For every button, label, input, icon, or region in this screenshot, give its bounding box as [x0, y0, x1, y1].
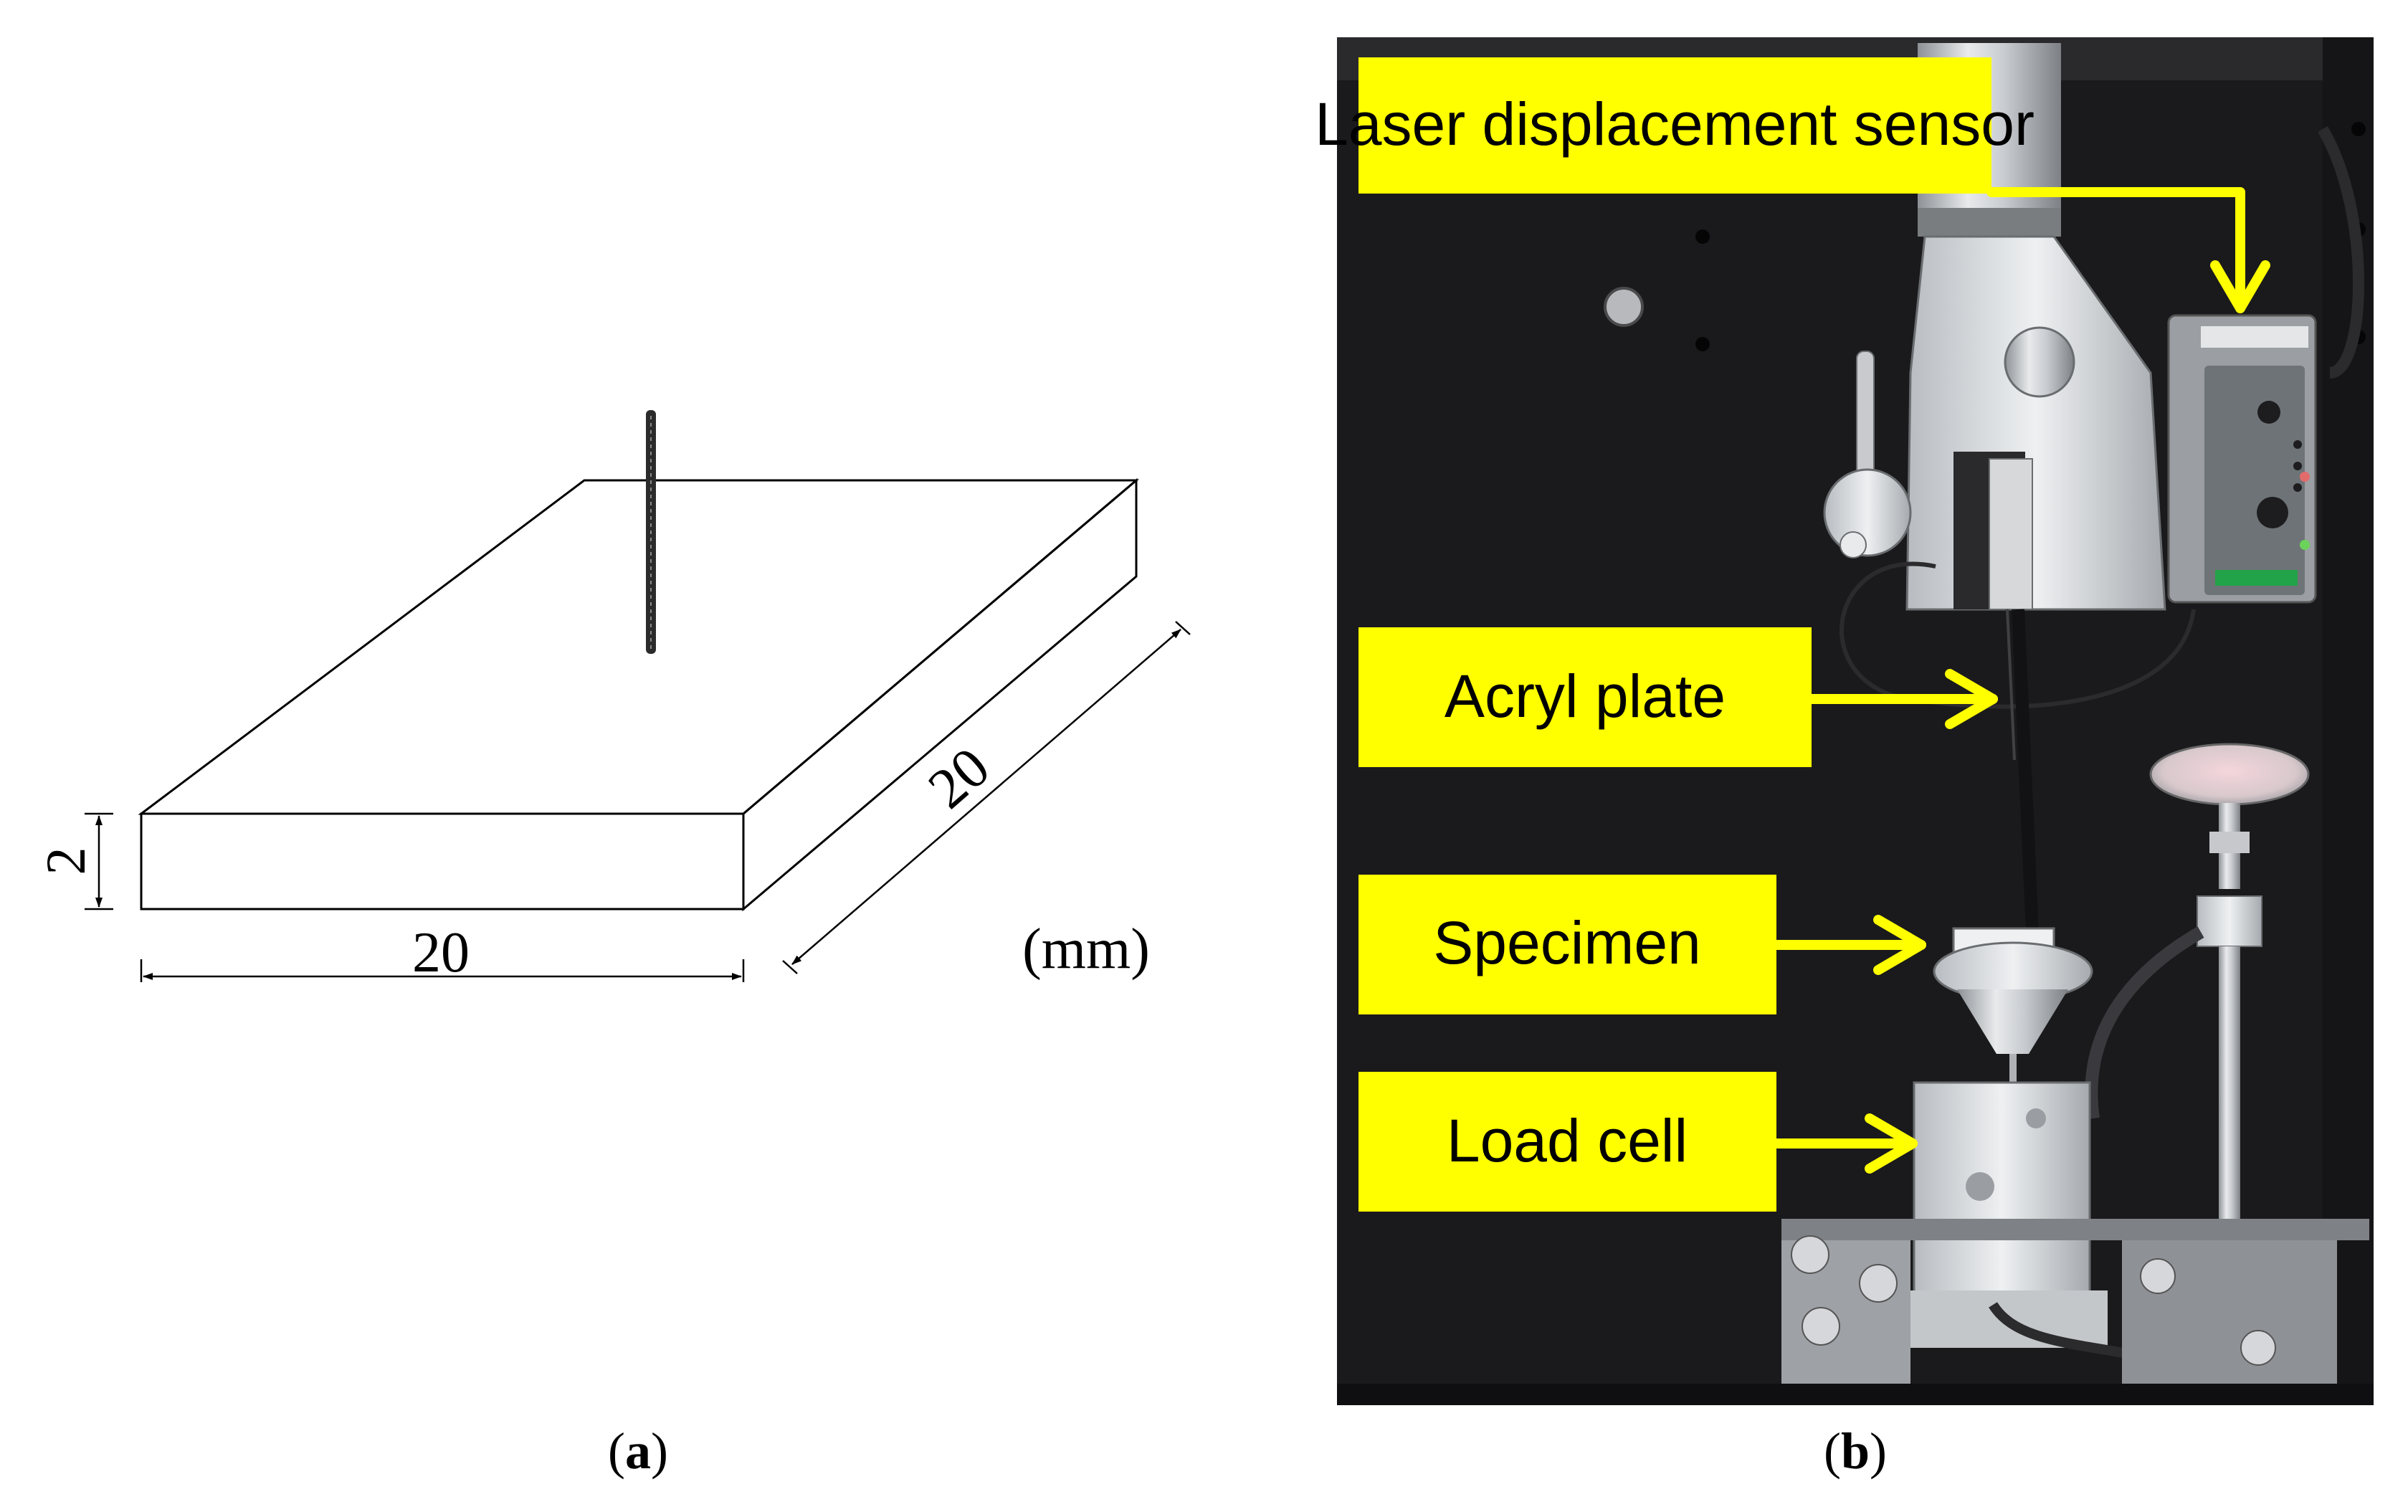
callout-acryl-plate: Acryl plate — [1358, 627, 1812, 767]
block-top-face — [138, 479, 1140, 815]
callout-arrow-load-cell — [1771, 1113, 1918, 1174]
mounting-screw — [1604, 287, 1644, 327]
svg-text:Laser displacement sensor: Laser displacement sensor — [1315, 90, 2035, 158]
caption-a: (a) — [608, 1422, 668, 1480]
svg-text:Load cell: Load cell — [1447, 1107, 1688, 1174]
width-dimension — [140, 959, 745, 982]
width-label: 20 — [412, 921, 470, 984]
svg-text:Acryl plate: Acryl plate — [1445, 662, 1726, 730]
thickness-dimension — [85, 812, 113, 910]
thickness-label: 2 — [34, 847, 97, 875]
callout-load-cell: Load cell — [1358, 1072, 1776, 1212]
caption-b: (b) — [1824, 1422, 1887, 1480]
block-right-face — [742, 477, 1138, 912]
callout-arrow-laser — [1986, 187, 2270, 313]
callout-laser-sensor: Laser displacement sensor — [1315, 57, 2035, 194]
callout-specimen: Specimen — [1358, 875, 1776, 1014]
depth-dimension — [782, 621, 1191, 974]
unit-label: (mm) — [1022, 918, 1150, 981]
fiber-rod — [646, 410, 656, 654]
block-front-face — [140, 812, 745, 910]
svg-text:Specimen: Specimen — [1433, 909, 1701, 976]
depth-label: 20 — [917, 736, 1001, 821]
callout-arrow-acryl — [1807, 669, 1998, 729]
panel-a-drawing — [138, 477, 1140, 912]
callout-arrow-specimen — [1771, 915, 1926, 975]
